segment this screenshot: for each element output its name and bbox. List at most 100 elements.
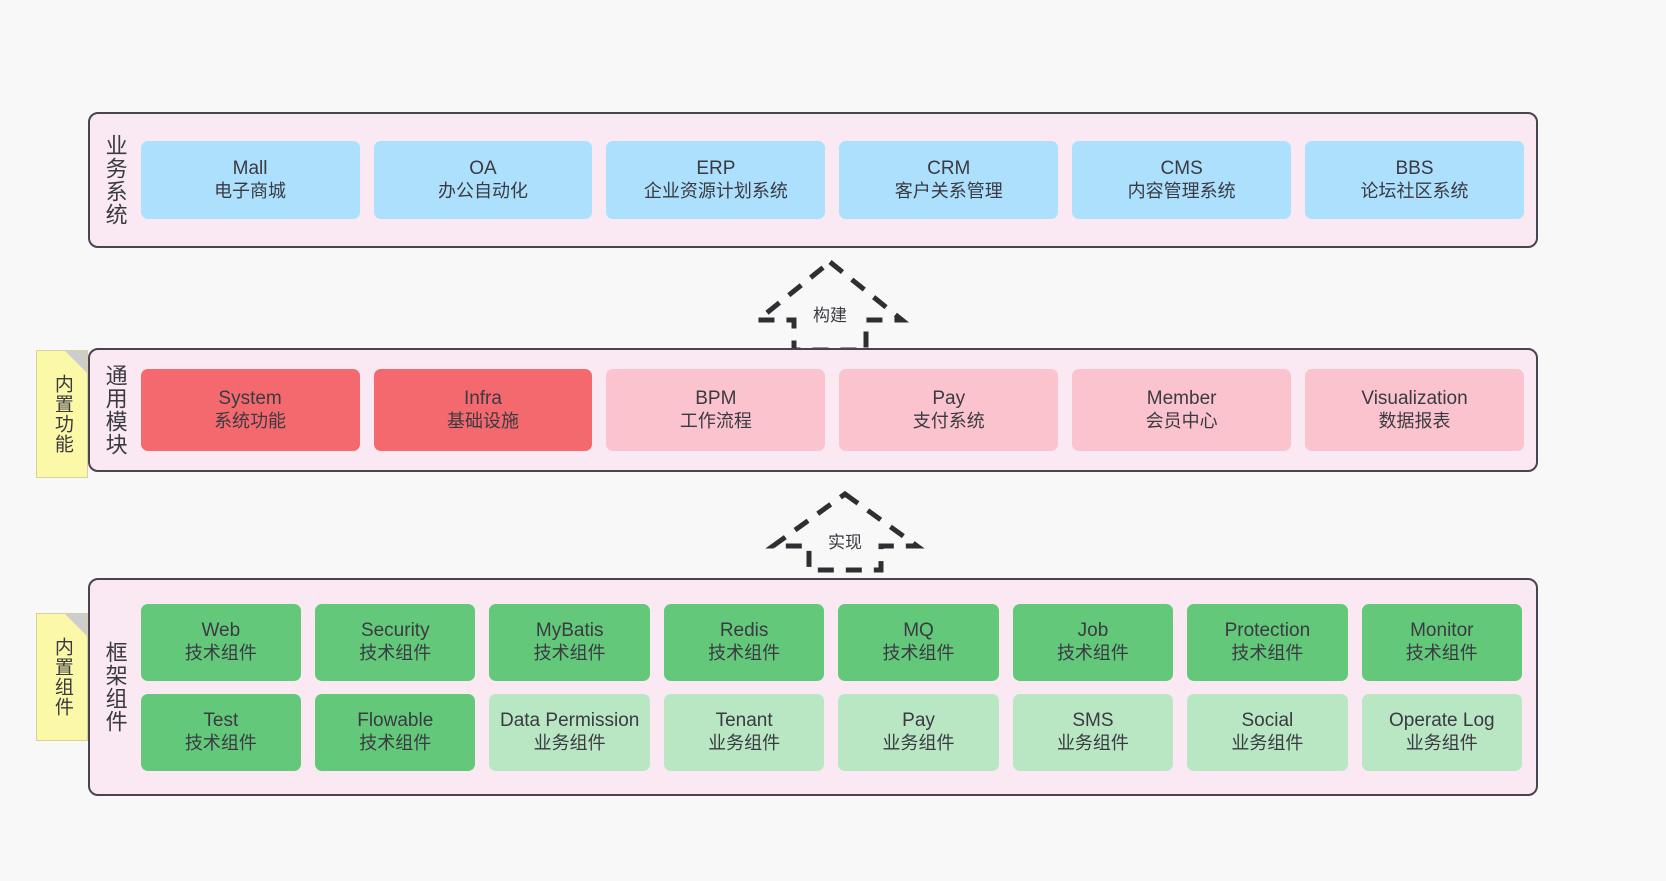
- card-infra[interactable]: Infra 基础设施: [373, 369, 593, 451]
- common-card-list: System 系统功能 Infra 基础设施 BPM 工作流程 Pay 支付系统…: [135, 350, 1536, 470]
- card-bpm[interactable]: BPM 工作流程: [606, 369, 826, 451]
- connector-build-label: 构建: [813, 306, 847, 325]
- card-title: CMS: [1160, 158, 1203, 180]
- framework-row-technical: Web 技术组件 Security 技术组件 MyBatis 技术组件 Redi…: [140, 603, 1522, 681]
- card-subtitle: 论坛社区系统: [1360, 180, 1469, 201]
- card-mybatis[interactable]: MyBatis 技术组件: [489, 603, 650, 681]
- card-member[interactable]: Member 会员中心: [1072, 369, 1292, 451]
- card-title: Tenant: [715, 710, 773, 732]
- connector-implement-arrow: 实现: [765, 490, 925, 573]
- card-subtitle: 业务组件: [882, 732, 955, 753]
- card-flowable[interactable]: Flowable 技术组件: [315, 693, 476, 771]
- card-monitor[interactable]: Monitor 技术组件: [1361, 603, 1522, 681]
- card-title: Web: [201, 620, 241, 642]
- card-title: System: [218, 388, 282, 410]
- layer-common-modules: 通用模块 System 系统功能 Infra 基础设施 BPM 工作流程 Pay…: [88, 348, 1538, 472]
- card-subtitle: 业务组件: [1405, 732, 1478, 753]
- card-title: Redis: [719, 620, 769, 642]
- card-subtitle: 技术组件: [533, 642, 606, 663]
- layer-common-caption: 通用模块: [102, 364, 128, 456]
- connector-build-arrow: 构建: [750, 258, 910, 353]
- card-title: Mall: [232, 158, 268, 180]
- layer-framework-components: 框架组件 Web 技术组件 Security 技术组件 MyBatis 技术组件…: [88, 578, 1538, 796]
- framework-card-grid: Web 技术组件 Security 技术组件 MyBatis 技术组件 Redi…: [135, 580, 1536, 794]
- card-mq[interactable]: MQ 技术组件: [838, 603, 999, 681]
- card-crm[interactable]: CRM 客户关系管理: [839, 141, 1059, 219]
- card-subtitle: 数据报表: [1378, 410, 1451, 431]
- card-title: Operate Log: [1388, 710, 1495, 732]
- card-subtitle: 客户关系管理: [894, 180, 1003, 201]
- card-title: BPM: [695, 388, 737, 410]
- card-subtitle: 电子商城: [214, 180, 287, 201]
- card-subtitle: 工作流程: [679, 410, 752, 431]
- card-job[interactable]: Job 技术组件: [1012, 603, 1174, 681]
- card-subtitle: 业务组件: [1056, 732, 1129, 753]
- card-title: Data Permission: [499, 710, 640, 732]
- card-subtitle: 技术组件: [359, 732, 432, 753]
- card-redis[interactable]: Redis 技术组件: [663, 603, 825, 681]
- card-title: OA: [469, 158, 497, 180]
- card-title: Member: [1146, 388, 1217, 410]
- business-card-list: Mall 电子商城 OA 办公自动化 ERP 企业资源计划系统 CRM 客户关系…: [135, 114, 1536, 246]
- card-title: Social: [1241, 710, 1294, 732]
- card-web[interactable]: Web 技术组件: [140, 603, 302, 681]
- card-subtitle: 会员中心: [1145, 410, 1218, 431]
- card-subtitle: 系统功能: [214, 410, 287, 431]
- card-subtitle: 基础设施: [446, 410, 519, 431]
- card-sms[interactable]: SMS 业务组件: [1012, 693, 1174, 771]
- card-social[interactable]: Social 业务组件: [1187, 693, 1348, 771]
- note-builtin-components-label: 内置组件: [51, 637, 73, 717]
- card-system[interactable]: System 系统功能: [140, 369, 360, 451]
- card-subtitle: 技术组件: [1231, 642, 1304, 663]
- card-title: ERP: [696, 158, 736, 180]
- note-builtin-features-label: 内置功能: [51, 374, 73, 454]
- card-subtitle: 内容管理系统: [1127, 180, 1236, 201]
- card-erp[interactable]: ERP 企业资源计划系统: [606, 141, 826, 219]
- card-title: MQ: [903, 620, 934, 642]
- card-title: Monitor: [1410, 620, 1474, 642]
- card-oa[interactable]: OA 办公自动化: [373, 141, 593, 219]
- card-subtitle: 企业资源计划系统: [643, 180, 788, 201]
- card-subtitle: 业务组件: [533, 732, 606, 753]
- card-protection[interactable]: Protection 技术组件: [1187, 603, 1348, 681]
- card-visualization[interactable]: Visualization 数据报表: [1305, 369, 1524, 451]
- card-cms[interactable]: CMS 内容管理系统: [1072, 141, 1292, 219]
- layer-business-systems: 业务系统 Mall 电子商城 OA 办公自动化 ERP 企业资源计划系统 CRM…: [88, 112, 1538, 248]
- card-subtitle: 技术组件: [708, 642, 781, 663]
- card-title: Infra: [463, 388, 502, 410]
- note-fold-corner: [65, 614, 87, 636]
- card-title: SMS: [1072, 710, 1114, 732]
- card-pay-component[interactable]: Pay 业务组件: [838, 693, 999, 771]
- card-title: Security: [360, 620, 430, 642]
- card-title: Pay: [902, 710, 935, 732]
- card-test[interactable]: Test 技术组件: [140, 693, 302, 771]
- card-subtitle: 业务组件: [1231, 732, 1304, 753]
- card-tenant[interactable]: Tenant 业务组件: [663, 693, 825, 771]
- card-subtitle: 业务组件: [708, 732, 781, 753]
- card-subtitle: 办公自动化: [437, 180, 528, 201]
- layer-business-caption: 业务系统: [102, 134, 128, 226]
- connector-implement-label: 实现: [828, 533, 862, 552]
- card-subtitle: 技术组件: [1056, 642, 1129, 663]
- card-title: BBS: [1395, 158, 1434, 180]
- card-data-permission[interactable]: Data Permission 业务组件: [489, 693, 650, 771]
- note-builtin-features: 内置功能: [36, 350, 88, 478]
- card-title: CRM: [927, 158, 971, 180]
- framework-row-business: Test 技术组件 Flowable 技术组件 Data Permission …: [140, 693, 1522, 771]
- card-title: Test: [203, 710, 239, 732]
- card-bbs[interactable]: BBS 论坛社区系统: [1305, 141, 1524, 219]
- card-subtitle: 技术组件: [882, 642, 955, 663]
- card-subtitle: 技术组件: [359, 642, 432, 663]
- card-subtitle: 技术组件: [184, 732, 257, 753]
- card-security[interactable]: Security 技术组件: [315, 603, 476, 681]
- card-pay-module[interactable]: Pay 支付系统: [839, 369, 1059, 451]
- card-title: Pay: [932, 388, 966, 410]
- card-mall[interactable]: Mall 电子商城: [140, 141, 360, 219]
- card-subtitle: 技术组件: [1405, 642, 1478, 663]
- card-title: Flowable: [357, 710, 434, 732]
- note-fold-corner: [65, 351, 87, 373]
- card-operate-log[interactable]: Operate Log 业务组件: [1361, 693, 1522, 771]
- card-title: MyBatis: [535, 620, 604, 642]
- note-builtin-components: 内置组件: [36, 613, 88, 741]
